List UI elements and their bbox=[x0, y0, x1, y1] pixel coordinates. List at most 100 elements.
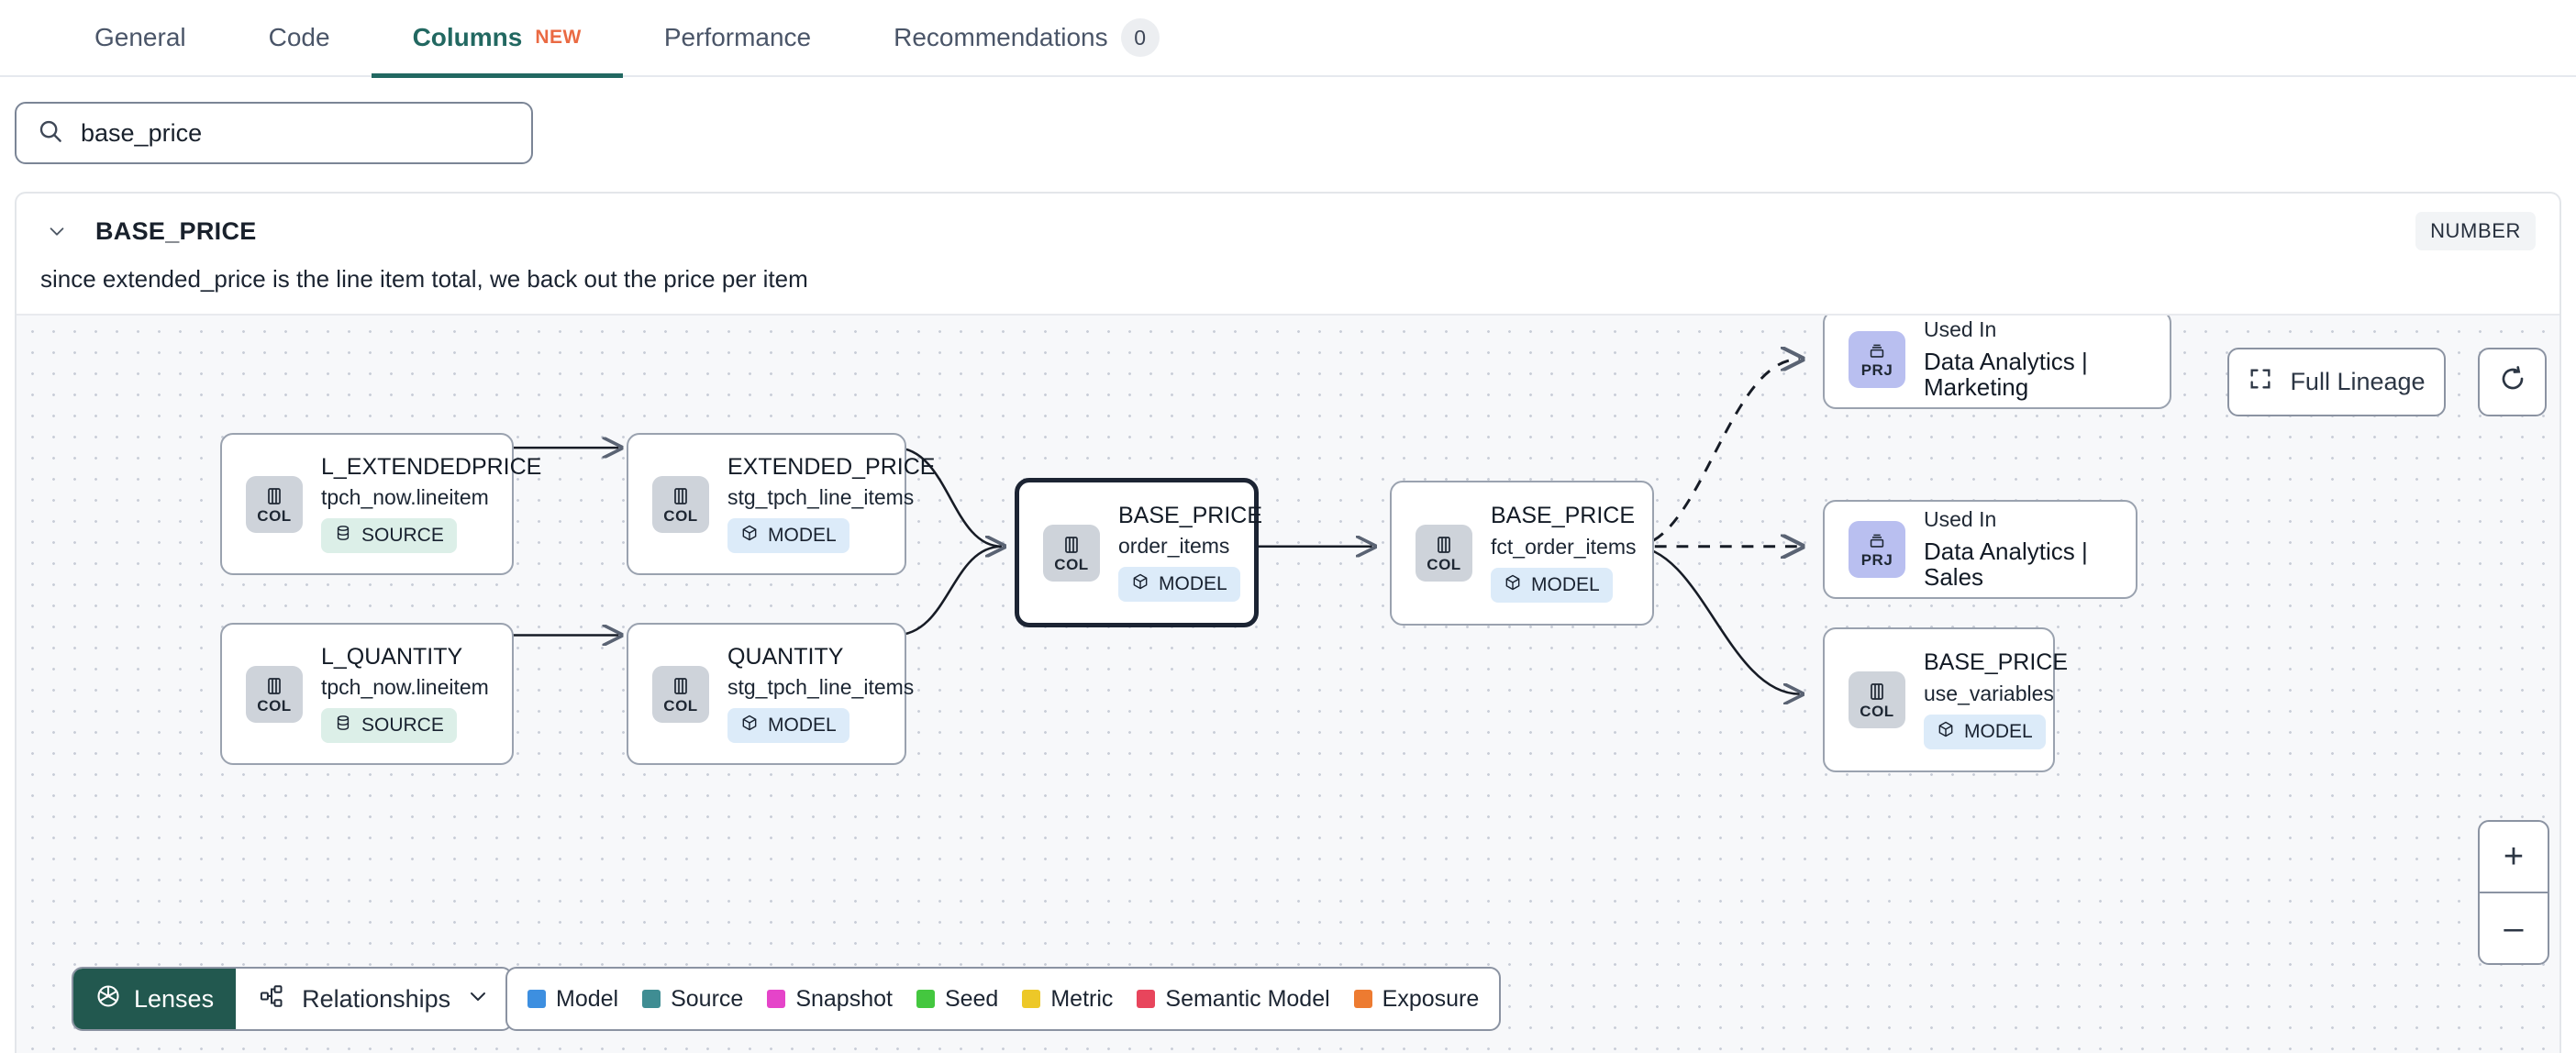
node-title: QUANTITY bbox=[727, 643, 844, 670]
tab-recommendations[interactable]: Recommendations 0 bbox=[852, 0, 1200, 76]
cube-icon bbox=[740, 524, 759, 548]
node-pill-model: MODEL bbox=[1491, 567, 1613, 603]
node-subtitle: tpch_now.lineitem bbox=[321, 675, 489, 700]
legend-label: Exposure bbox=[1382, 985, 1480, 1012]
tab-performance[interactable]: Performance bbox=[623, 0, 852, 76]
node-pill-label: MODEL bbox=[768, 525, 837, 547]
node-project-name: Data Analytics | Marketing bbox=[1924, 347, 2088, 402]
cube-icon bbox=[1937, 720, 1955, 744]
legend-swatch bbox=[527, 990, 546, 1008]
search-box[interactable] bbox=[15, 102, 533, 164]
cube-icon bbox=[1504, 573, 1522, 597]
node-title: BASE_PRICE bbox=[1118, 502, 1263, 528]
node-pill-label: MODEL bbox=[768, 715, 837, 737]
legend-swatch bbox=[1353, 990, 1372, 1008]
node-project-name: Data Analytics | Sales bbox=[1924, 537, 2088, 592]
legend-item-seed: Seed bbox=[916, 986, 998, 1013]
lineage-node-l_quantity[interactable]: COL L_QUANTITY tpch_now.lineitem SOURCE bbox=[220, 623, 514, 765]
legend-label: Model bbox=[556, 985, 619, 1012]
node-pill-label: SOURCE bbox=[361, 525, 444, 547]
node-title: BASE_PRICE bbox=[1924, 649, 2069, 676]
col-type-label: COL bbox=[1427, 556, 1461, 573]
refresh-icon bbox=[2498, 364, 2527, 400]
legend-swatch bbox=[916, 990, 935, 1008]
legend-label: Semantic Model bbox=[1165, 985, 1330, 1012]
zoom-in-button[interactable]: + bbox=[2480, 822, 2548, 893]
column-type-badge: NUMBER bbox=[2415, 212, 2536, 250]
database-icon bbox=[334, 524, 352, 548]
new-badge: NEW bbox=[535, 27, 582, 48]
aperture-icon bbox=[95, 983, 121, 1015]
col-type-label: COL bbox=[257, 696, 292, 715]
edge-fct-prj_marketing bbox=[1633, 359, 1800, 549]
legend-item-exposure: Exposure bbox=[1353, 985, 1480, 1013]
relationships-dropdown[interactable]: Relationships bbox=[236, 969, 511, 1029]
column-panel: BASE_PRICE NUMBER since extended_price i… bbox=[15, 192, 2561, 1053]
node-title: L_EXTENDEDPRICE bbox=[321, 453, 542, 480]
col-type-icon: COL bbox=[246, 475, 303, 533]
tab-label: Code bbox=[268, 23, 330, 51]
search-input[interactable] bbox=[81, 118, 511, 148]
lineage-node-l_extendedprice[interactable]: COL L_EXTENDEDPRICE tpch_now.lineitem SO… bbox=[220, 433, 541, 575]
node-subtitle: fct_order_items bbox=[1491, 534, 1637, 559]
node-pill-model: MODEL bbox=[1118, 567, 1240, 603]
lenses-label: Lenses bbox=[134, 984, 215, 1013]
lineage-node-base_price-order_items[interactable]: COL BASE_PRICE order_items MODEL bbox=[1015, 478, 1263, 627]
col-type-label: COL bbox=[1860, 703, 1894, 720]
legend-swatch bbox=[767, 990, 786, 1008]
lineage-node-quantity[interactable]: COL QUANTITY stg_tpch_line_items MODEL bbox=[627, 623, 914, 765]
legend-swatch bbox=[1022, 990, 1041, 1008]
tab-columns[interactable]: Columns NEW bbox=[371, 0, 624, 78]
node-subtitle: use_variables bbox=[1924, 681, 2054, 705]
col-type-icon: COL bbox=[246, 665, 303, 723]
zoom-controls[interactable]: + – bbox=[2478, 820, 2549, 965]
full-lineage-label: Full Lineage bbox=[2290, 368, 2426, 395]
full-lineage-button[interactable]: Full Lineage bbox=[2227, 348, 2446, 416]
refresh-button[interactable] bbox=[2478, 348, 2547, 416]
page-title: BASE_PRICE bbox=[95, 216, 257, 245]
tab-label: Columns bbox=[412, 23, 523, 51]
node-subtitle: order_items bbox=[1118, 534, 1230, 559]
col-type-icon: COL bbox=[652, 475, 709, 533]
lineage-node-extended_price[interactable]: COL EXTENDED_PRICE stg_tpch_line_items M… bbox=[627, 433, 935, 575]
tab-code[interactable]: Code bbox=[228, 0, 372, 76]
lineage-node-prj-marketing[interactable]: PRJ Used In Data Analytics | Marketing bbox=[1823, 316, 2171, 409]
lineage-node-base_price-fct_order_items[interactable]: COL BASE_PRICE fct_order_items MODEL bbox=[1390, 481, 1654, 626]
node-usedin-label: Used In bbox=[1924, 507, 1997, 532]
lineage-canvas[interactable]: COL L_EXTENDEDPRICE tpch_now.lineitem SO… bbox=[17, 314, 2559, 1053]
node-pill-source: SOURCE bbox=[321, 708, 457, 744]
relationships-label: Relationships bbox=[302, 984, 451, 1013]
node-title: BASE_PRICE bbox=[1491, 503, 1636, 529]
legend-item-snapshot: Snapshot bbox=[767, 986, 893, 1013]
lineage-node-prj-sales[interactable]: PRJ Used In Data Analytics | Sales bbox=[1823, 500, 2137, 599]
node-title: L_QUANTITY bbox=[321, 643, 463, 670]
legend-label: Snapshot bbox=[795, 985, 893, 1012]
legend-item-metric: Metric bbox=[1022, 986, 1113, 1013]
prj-type-icon: PRJ bbox=[1849, 331, 1905, 388]
node-type-legend: Model Source Snapshot Seed Metric Semant… bbox=[505, 967, 1502, 1031]
tab-bar: General Code Columns NEW Performance Rec… bbox=[0, 0, 2576, 78]
chevron-down-icon bbox=[467, 985, 489, 1014]
col-type-label: COL bbox=[663, 506, 698, 525]
node-title: EXTENDED_PRICE bbox=[727, 453, 936, 480]
edge-extended_price-base_price bbox=[894, 446, 1002, 547]
tab-label: General bbox=[94, 23, 186, 51]
node-pill-label: MODEL bbox=[1159, 573, 1227, 595]
tab-label: Performance bbox=[663, 23, 812, 51]
node-pill-label: MODEL bbox=[1531, 573, 1600, 595]
legend-swatch bbox=[1137, 990, 1156, 1008]
col-type-icon: COL bbox=[1849, 671, 1905, 728]
tab-general[interactable]: General bbox=[53, 0, 228, 76]
lineage-node-base_price-use_variables[interactable]: COL BASE_PRICE use_variables MODEL bbox=[1823, 627, 2068, 772]
lenses-toolbar: Lenses Relationships bbox=[72, 967, 514, 1031]
chevron-down-icon[interactable] bbox=[40, 221, 73, 241]
prj-type-label: PRJ bbox=[1860, 551, 1893, 569]
lenses-button[interactable]: Lenses bbox=[73, 969, 237, 1029]
legend-item-source: Source bbox=[642, 986, 743, 1013]
node-subtitle: stg_tpch_line_items bbox=[727, 675, 915, 700]
column-header: BASE_PRICE NUMBER bbox=[17, 194, 2559, 250]
relationships-icon bbox=[258, 983, 285, 1015]
tab-label: Recommendations bbox=[894, 23, 1108, 51]
node-pill-model: MODEL bbox=[727, 708, 849, 744]
zoom-out-button[interactable]: – bbox=[2504, 908, 2524, 948]
